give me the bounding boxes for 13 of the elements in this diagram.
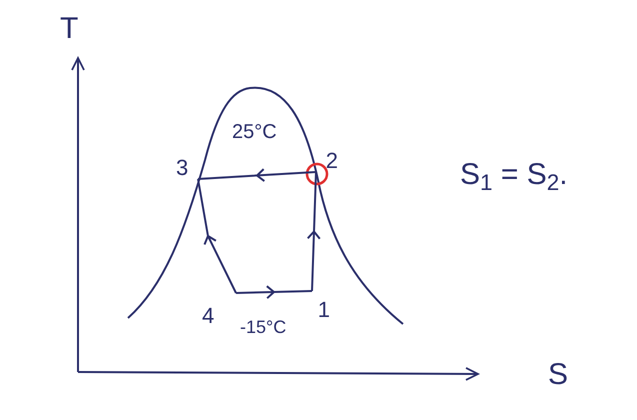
process-line <box>197 168 317 182</box>
process-line <box>197 178 237 294</box>
state-point-label: 1 <box>318 299 330 321</box>
state-point-label: 2 <box>326 150 338 172</box>
state-point-label: 3 <box>176 157 188 179</box>
temperature-label: -15°C <box>240 318 286 336</box>
process-line <box>306 171 321 292</box>
process-line <box>235 285 313 300</box>
axis-label: T <box>60 14 78 44</box>
equation-text: S$_{1}$ = S$_{2}$. <box>460 160 568 190</box>
state-point-label: 4 <box>202 305 214 327</box>
temperature-label: 25°C <box>232 122 277 142</box>
axis-label: S <box>548 360 568 390</box>
